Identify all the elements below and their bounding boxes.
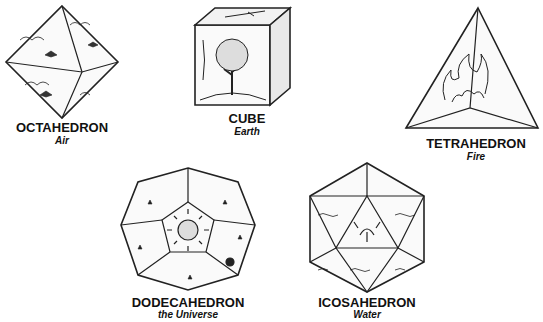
octahedron-figure <box>6 6 118 118</box>
element-name: Air <box>55 136 69 146</box>
icosahedron-figure <box>310 163 424 292</box>
cube-figure <box>195 8 290 105</box>
element-name: Fire <box>467 152 485 162</box>
element-name: Water <box>353 310 381 320</box>
element-name: the Universe <box>158 310 218 320</box>
solid-name: DODECAHEDRON <box>132 296 245 309</box>
solid-name: ICOSAHEDRON <box>318 296 416 309</box>
solid-name: TETRAHEDRON <box>426 137 526 150</box>
element-name: Earth <box>234 127 260 137</box>
tetrahedron-figure <box>406 8 538 128</box>
dodecahedron-figure <box>121 168 255 290</box>
solid-name: OCTAHEDRON <box>16 121 108 134</box>
solid-name: CUBE <box>229 112 266 125</box>
